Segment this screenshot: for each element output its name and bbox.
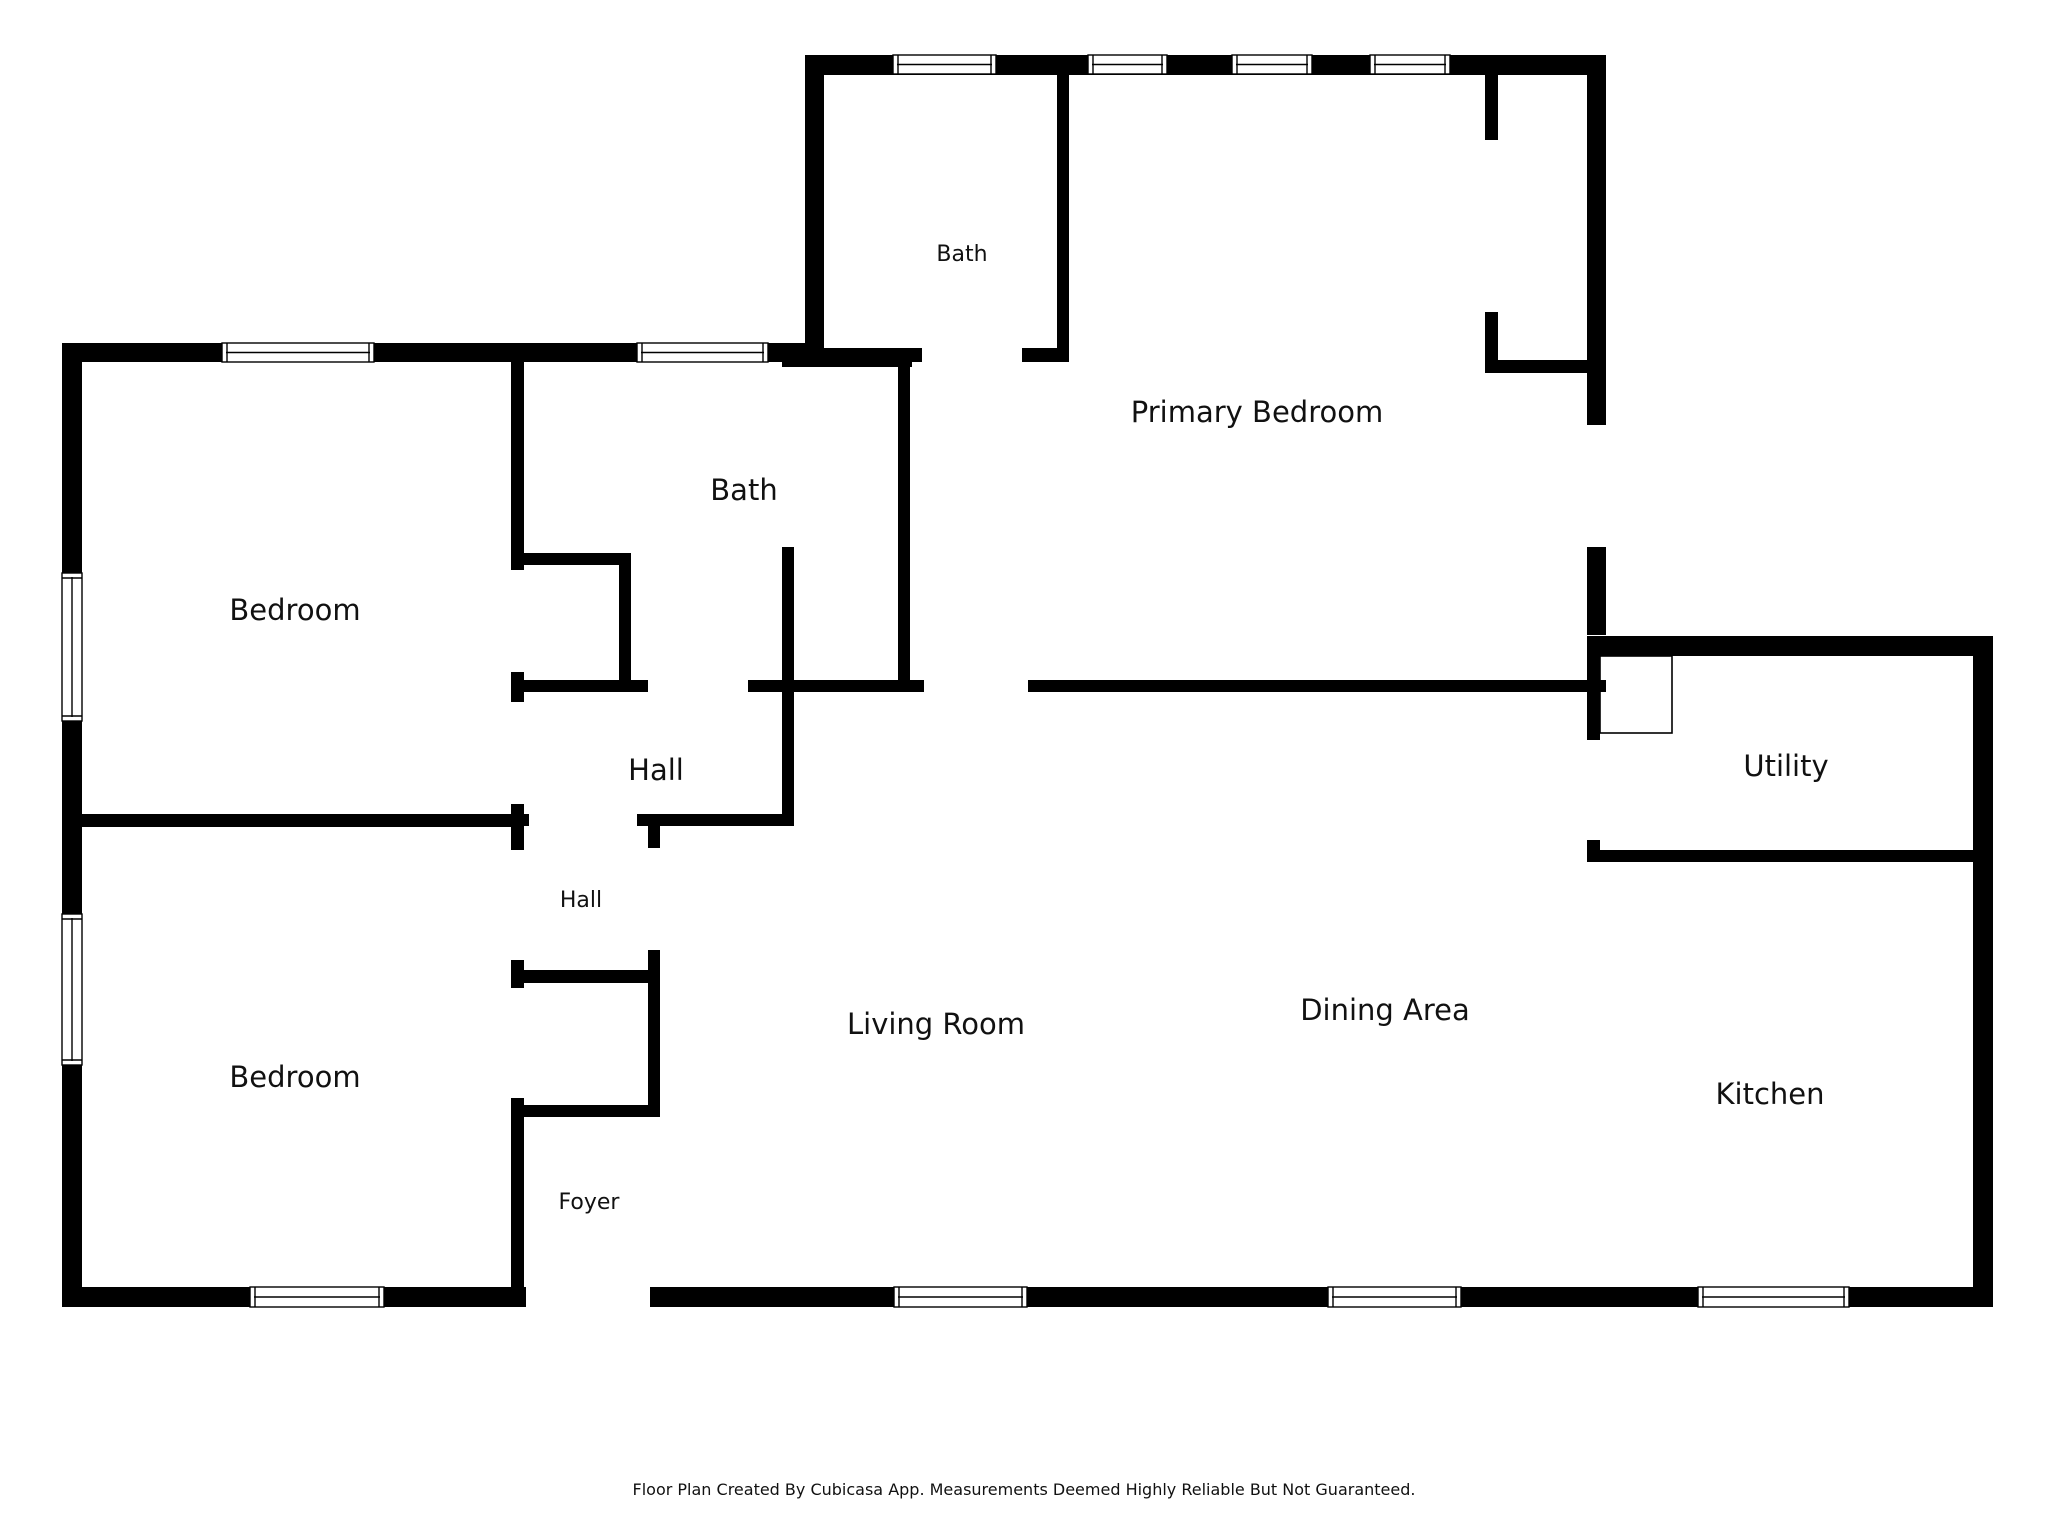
window (1327, 1286, 1462, 1308)
window (61, 572, 83, 722)
window (636, 342, 769, 363)
label-dining-area: Dining Area (1300, 993, 1470, 1027)
door-hall-lower (529, 812, 637, 828)
wall-bedrooms-divider (62, 814, 522, 827)
label-bedroom-top: Bedroom (229, 593, 360, 627)
door-utility (1585, 740, 1602, 840)
window (249, 1286, 385, 1308)
wall-utility-top (1590, 636, 1993, 656)
window (1231, 54, 1313, 75)
wall-primary-right (1587, 55, 1606, 635)
label-foyer: Foyer (559, 1190, 621, 1215)
wall-hall-lower-bottom (511, 970, 660, 983)
label-bath-mid: Bath (710, 473, 777, 507)
label-hall-upper: Hall (628, 753, 684, 787)
label-utility: Utility (1743, 749, 1828, 783)
footer-credit: Floor Plan Created By Cubicasa App. Meas… (632, 1480, 1416, 1499)
wall-bath-partition (782, 547, 794, 687)
door-primary-bedroom (924, 678, 1028, 694)
window (1369, 54, 1451, 75)
label-living-room: Living Room (847, 1007, 1025, 1041)
window (61, 913, 83, 1066)
wall-utility-bottom (1587, 850, 1993, 862)
label-bath-top: Bath (936, 242, 987, 267)
room-labels: Bath Primary Bedroom Bedroom Bath Hall H… (229, 242, 1828, 1215)
windows (61, 54, 1850, 1308)
door-closet-primary (1483, 140, 1500, 312)
wall-bath-top-left (805, 55, 824, 353)
window (893, 1286, 1028, 1308)
wall-right (1973, 636, 1993, 1307)
door-entry (526, 1285, 650, 1309)
label-bedroom-bottom: Bedroom (229, 1060, 360, 1094)
door-closet-foyer (509, 988, 526, 1098)
wall-bath-closet-right (619, 553, 631, 685)
window (892, 54, 997, 75)
door-openings (509, 140, 1608, 1309)
window (221, 342, 375, 363)
door-bath-top (922, 346, 1022, 364)
door-bedroom-top (509, 702, 526, 804)
label-primary-bedroom: Primary Bedroom (1131, 395, 1383, 429)
wall-closet-foyer-bottom (511, 1105, 660, 1117)
window (1087, 54, 1168, 75)
wall-bath-mid-right (898, 362, 910, 690)
wall-bath-closet-top (511, 553, 631, 565)
wall-bath-mid-top (782, 353, 912, 367)
label-kitchen: Kitchen (1716, 1077, 1825, 1111)
label-hall-lower: Hall (560, 888, 602, 913)
door-hall-lower-right (646, 848, 662, 950)
window (1697, 1286, 1850, 1308)
door-bedroom-bottom (509, 850, 526, 960)
utility-appliance-box (1599, 655, 1673, 734)
wall-bath-top-right (1057, 65, 1069, 362)
door-primary-right (1585, 425, 1608, 547)
door-bath-mid (648, 678, 748, 694)
wall-closet-primary-bottom (1485, 360, 1597, 373)
wall-hall-right (782, 680, 794, 826)
door-bath-mid-closet (509, 570, 526, 672)
